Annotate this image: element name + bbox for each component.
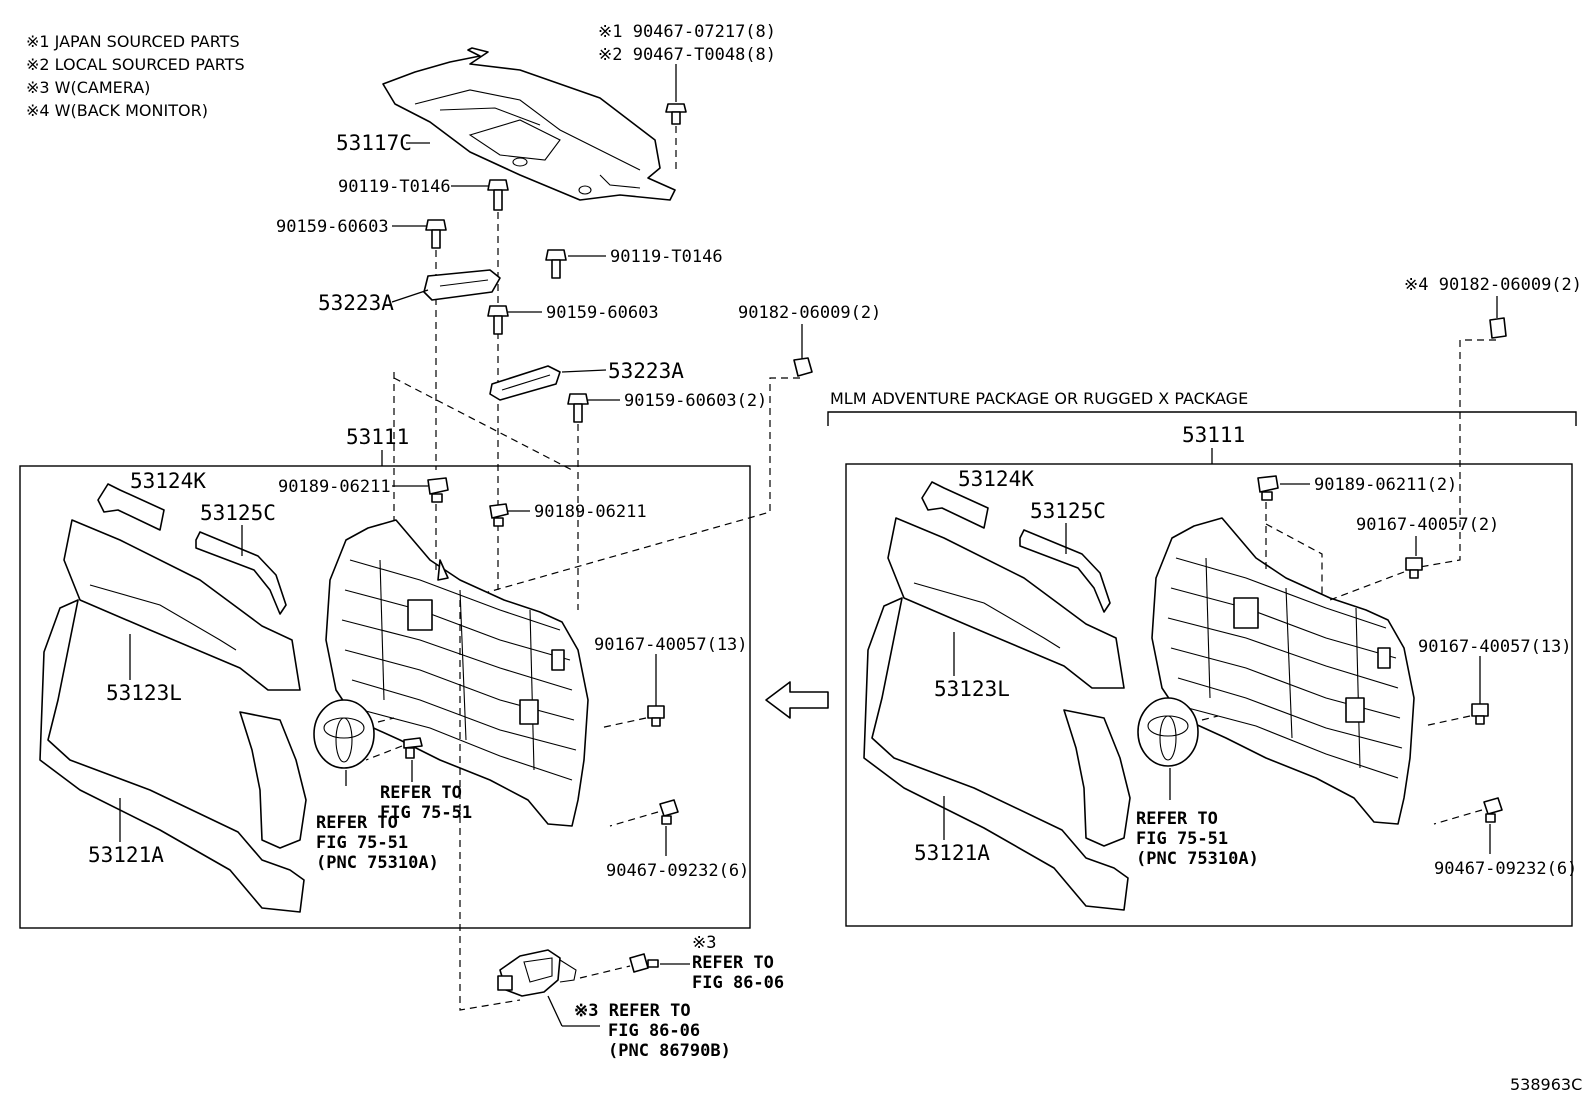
camera-ref-bottom-line-3: (PNC 86790B): [608, 1041, 731, 1061]
right-emblem-icon: [1137, 697, 1199, 767]
right-grille-label: 53111: [1182, 423, 1245, 447]
camera-ref-bottom-line-2: FIG 86-06: [608, 1021, 700, 1041]
note-1: ※1 JAPAN SOURCED PARTS: [26, 32, 240, 51]
nut-mid-label: 90182-06009(2): [738, 303, 881, 323]
right-ref-line-2: FIG 75-51: [1136, 829, 1228, 849]
camera-ref-top-line-2: FIG 86-06: [692, 973, 784, 993]
molding-l-label: 53123L: [106, 681, 182, 705]
camera-ref-top-line-1: REFER TO: [692, 953, 774, 973]
molding-k-label: 53124K: [130, 469, 206, 493]
upper-cover-part: [382, 47, 676, 201]
clip-icon: [1405, 557, 1423, 579]
screw-g-label: 90189-06211: [534, 502, 647, 522]
clip-icon: [647, 705, 665, 727]
clip-6-label: 90467-09232(6): [606, 861, 749, 881]
right-molding-k-part: [921, 481, 989, 529]
screw-e-label: 90159-60603(2): [624, 391, 767, 411]
right-molding-l-label: 53123L: [934, 677, 1010, 701]
ref-2-line-3: (PNC 75310A): [316, 853, 439, 873]
clip-icon: [1483, 797, 1503, 823]
clip-icon: [427, 477, 449, 503]
right-ref-line-3: (PNC 75310A): [1136, 849, 1259, 869]
right-molding-l-part: [887, 517, 1125, 689]
clip-icon: [1257, 475, 1279, 501]
right-clip-6-label: 90467-09232(6): [1434, 859, 1577, 879]
right-clip-13-label: 90167-40057(13): [1418, 637, 1572, 657]
molding-l-part: [63, 519, 301, 691]
screw-f-label: 90189-06211: [278, 477, 391, 497]
bolt-icon: [425, 219, 447, 249]
screw-b-label: 90159-60603: [276, 217, 389, 237]
grille-part: [325, 519, 589, 827]
camera-note-top: ※3: [692, 933, 716, 953]
camera-ref-bottom-line-1: ※3 REFER TO: [574, 1001, 691, 1021]
clip-13-label: 90167-40057(13): [594, 635, 748, 655]
right-screw-label: 90189-06211(2): [1314, 475, 1457, 495]
nut-icon: [793, 357, 813, 377]
figure-id: 538963C: [1510, 1075, 1582, 1094]
molding-k-part: [97, 483, 165, 531]
ref-1-line-2: FIG 75-51: [380, 803, 472, 823]
bolt-icon: [545, 249, 567, 279]
bumper-a-part: [39, 599, 307, 913]
bumper-a-label: 53121A: [88, 843, 164, 867]
right-molding-c-part: [1019, 523, 1111, 613]
right-bumper-a-label: 53121A: [914, 841, 990, 865]
left-arrow-icon: [765, 681, 829, 719]
bolt-icon: [487, 179, 509, 211]
clip-icon: [1471, 703, 1489, 725]
right-nut-label: ※4 90182-06009(2): [1404, 275, 1582, 295]
upper-cover-label: 53117C: [336, 131, 412, 155]
main-assembly-box: [19, 465, 751, 929]
screw-c-label: 90119-T0146: [610, 247, 723, 267]
bolt-icon: [487, 305, 509, 335]
bracket-a-part: [423, 269, 501, 301]
bracket-b-part: [489, 365, 561, 401]
clip-icon: [403, 737, 423, 759]
note-4: ※4 W(BACK MONITOR): [26, 101, 208, 120]
emblem-icon: [313, 699, 375, 769]
bracket-a-label: 53223A: [318, 291, 394, 315]
molding-c-label: 53125C: [200, 501, 276, 525]
ref-2-line-2: FIG 75-51: [316, 833, 408, 853]
note-3: ※3 W(CAMERA): [26, 78, 150, 97]
right-clip-2-label: 90167-40057(2): [1356, 515, 1499, 535]
right-bumper-a-part: [863, 597, 1131, 911]
bolt-icon: [629, 953, 659, 973]
camera-part: [497, 949, 577, 997]
right-molding-c-label: 53125C: [1030, 499, 1106, 523]
bracket-b-label: 53223A: [608, 359, 684, 383]
clip-icon: [665, 103, 687, 125]
screw-d-label: 90159-60603: [546, 303, 659, 323]
clip-icon: [489, 503, 509, 527]
ref-1-line-1: REFER TO: [380, 783, 462, 803]
package-label: MLM ADVENTURE PACKAGE OR RUGGED X PACKAG…: [830, 389, 1248, 408]
nut-icon: [1489, 317, 1507, 339]
bolt-icon: [567, 393, 589, 423]
grille-label: 53111: [346, 425, 409, 449]
note-2: ※2 LOCAL SOURCED PARTS: [26, 55, 245, 74]
package-assembly-box: [845, 463, 1573, 927]
clip-code-2-label: ※2 90467-T0048(8): [598, 45, 776, 65]
right-molding-k-label: 53124K: [958, 467, 1034, 491]
molding-c-part: [195, 525, 287, 615]
right-ref-line-1: REFER TO: [1136, 809, 1218, 829]
clip-code-1-label: ※1 90467-07217(8): [598, 22, 776, 42]
clip-icon: [659, 799, 679, 825]
ref-2-line-1: REFER TO: [316, 813, 398, 833]
right-grille-part: [1151, 517, 1415, 825]
screw-a-label: 90119-T0146: [338, 177, 451, 197]
